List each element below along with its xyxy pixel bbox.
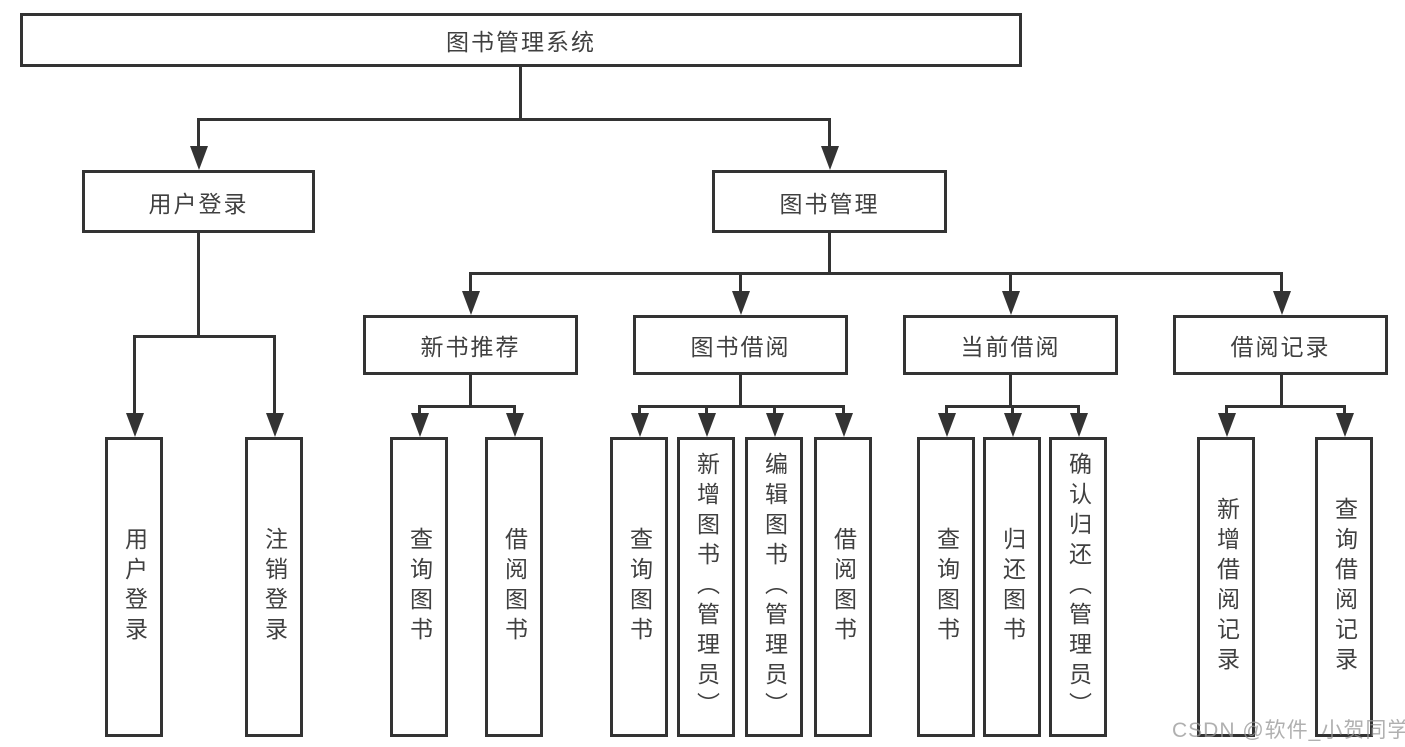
arrow-to-nb-borrow	[506, 405, 524, 437]
arrow-to-br-add	[1218, 405, 1236, 437]
node-new-books-label: 新书推荐	[420, 334, 521, 360]
node-user-login-label: 用户登录	[148, 190, 249, 217]
connector-book-borrow-stem	[739, 375, 742, 407]
arrow-to-bb-add	[698, 405, 716, 437]
node-borrow-records: 借阅记录	[1173, 315, 1388, 375]
node-book-borrow-label: 图书借阅	[690, 334, 791, 360]
leaf-cb-query: 查询图书	[917, 437, 975, 737]
leaf-cb-confirm-label: 确认归还（管理员）	[1065, 452, 1092, 722]
node-current-borrow: 当前借阅	[903, 315, 1118, 375]
connector-root-split	[197, 118, 831, 121]
connector-book-mgmt-stem	[828, 233, 831, 274]
arrow-to-cb-return	[1004, 405, 1022, 437]
connector-root-stem	[519, 67, 522, 120]
arrow-to-bb-borrow	[835, 405, 853, 437]
leaf-br-add: 新增借阅记录	[1197, 437, 1255, 737]
arrow-to-borrow-records	[1273, 272, 1291, 315]
leaf-logout-label: 注销登录	[261, 527, 288, 647]
leaf-cb-query-label: 查询图书	[933, 527, 960, 647]
node-user-login: 用户登录	[82, 170, 315, 233]
arrow-to-leaf-logout	[266, 335, 284, 437]
arrow-to-nb-query	[411, 405, 429, 437]
arrow-to-current-borrow	[1002, 272, 1020, 315]
arrow-to-new-books	[462, 272, 480, 315]
leaf-user-login: 用户登录	[105, 437, 163, 737]
leaf-bb-query-label: 查询图书	[626, 527, 653, 647]
leaf-bb-borrow-label: 借阅图书	[830, 527, 857, 647]
arrow-to-bb-edit	[766, 405, 784, 437]
node-book-mgmt: 图书管理	[712, 170, 947, 233]
connector-user-login-stem	[197, 233, 200, 337]
arrow-to-bb-query	[631, 405, 649, 437]
arrow-to-user-login	[190, 118, 208, 170]
arrow-to-cb-query	[938, 405, 956, 437]
node-current-borrow-label: 当前借阅	[960, 334, 1061, 360]
node-root: 图书管理系统	[20, 13, 1022, 67]
connector-borrow-records-stem	[1280, 375, 1283, 407]
connector-user-login-split	[133, 335, 276, 338]
leaf-bb-edit-label: 编辑图书（管理员）	[761, 452, 788, 722]
leaf-bb-add-label: 新增图书（管理员）	[693, 452, 720, 722]
leaf-user-login-label: 用户登录	[121, 527, 148, 647]
leaf-cb-confirm: 确认归还（管理员）	[1049, 437, 1107, 737]
arrow-to-cb-confirm	[1070, 405, 1088, 437]
connector-book-borrow-split	[638, 405, 845, 408]
node-root-label: 图书管理系统	[446, 29, 596, 55]
leaf-logout: 注销登录	[245, 437, 303, 737]
connector-current-borrow-stem	[1009, 375, 1012, 407]
node-book-borrow: 图书借阅	[633, 315, 848, 375]
leaf-cb-return-label: 归还图书	[999, 527, 1026, 647]
leaf-nb-query-label: 查询图书	[406, 527, 433, 647]
arrow-to-br-query	[1336, 405, 1354, 437]
connector-new-books-stem	[469, 375, 472, 407]
leaf-nb-borrow: 借阅图书	[485, 437, 543, 737]
node-new-books: 新书推荐	[363, 315, 578, 375]
leaf-bb-borrow: 借阅图书	[814, 437, 872, 737]
leaf-br-add-label: 新增借阅记录	[1213, 497, 1240, 677]
arrow-to-book-borrow	[732, 272, 750, 315]
leaf-nb-borrow-label: 借阅图书	[501, 527, 528, 647]
connector-new-books-split	[418, 405, 516, 408]
leaf-br-query-label: 查询借阅记录	[1331, 497, 1358, 677]
csdn-watermark: CSDN @软件_小贺同学	[1172, 719, 1405, 742]
arrow-to-book-mgmt	[821, 118, 839, 170]
connector-book-mgmt-split	[469, 272, 1283, 275]
leaf-cb-return: 归还图书	[983, 437, 1041, 737]
node-book-mgmt-label: 图书管理	[779, 190, 880, 217]
connector-borrow-records-split	[1225, 405, 1346, 408]
leaf-bb-edit: 编辑图书（管理员）	[745, 437, 803, 737]
leaf-br-query: 查询借阅记录	[1315, 437, 1373, 737]
leaf-bb-add: 新增图书（管理员）	[677, 437, 735, 737]
arrow-to-leaf-user-login	[126, 335, 144, 437]
node-borrow-records-label: 借阅记录	[1230, 334, 1331, 360]
leaf-bb-query: 查询图书	[610, 437, 668, 737]
leaf-nb-query: 查询图书	[390, 437, 448, 737]
